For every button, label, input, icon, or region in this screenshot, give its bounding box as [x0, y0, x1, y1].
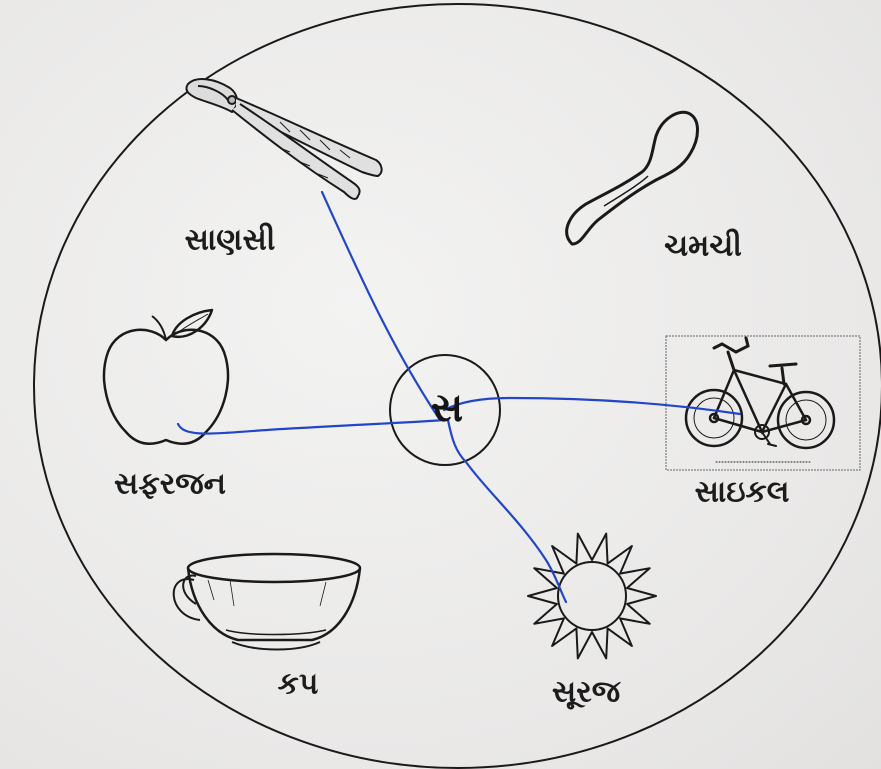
bicycle-icon [686, 338, 834, 462]
cup-icon [174, 554, 360, 650]
center-letter: સ [431, 385, 463, 431]
apple-icon [104, 310, 228, 444]
spoon-icon [567, 112, 698, 244]
line-to-sun [448, 420, 566, 602]
label-spoon: ચમચી [664, 229, 742, 264]
label-bicycle: સાઇકલ [695, 475, 790, 510]
line-to-tongs [322, 192, 440, 420]
label-apple: સફરજન [114, 467, 226, 502]
label-tongs: સાણસી [185, 223, 276, 258]
tongs-icon [186, 79, 381, 199]
label-sun: સૂરજ [552, 675, 620, 710]
line-to-apple [178, 420, 444, 434]
bicycle-frame [666, 336, 860, 470]
sun-icon [528, 534, 656, 659]
line-to-bicycle [444, 398, 740, 414]
label-cup: કપ [278, 667, 319, 702]
